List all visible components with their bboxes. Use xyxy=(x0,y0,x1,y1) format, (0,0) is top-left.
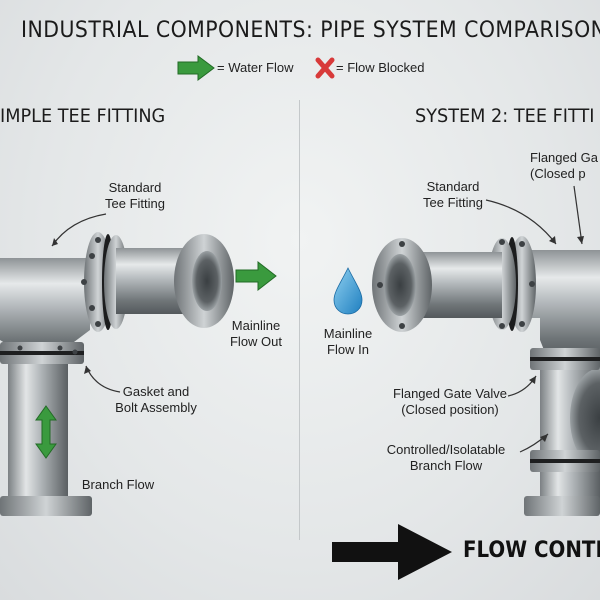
left-tee-body xyxy=(0,258,90,360)
water-drop-icon xyxy=(333,267,363,315)
right-tee-body xyxy=(530,250,600,360)
left-base-flange xyxy=(0,496,92,516)
right-base-flange xyxy=(524,496,600,516)
water-flow-legend-icon xyxy=(177,55,215,81)
left-section-title: IMPLE TEE FITTING xyxy=(0,105,166,127)
right-valve-top-label: Flanged Ga(Closed p xyxy=(530,150,598,181)
left-flow-out-arrow xyxy=(235,260,277,292)
section-divider xyxy=(299,100,300,540)
right-valve-top-leader xyxy=(573,185,583,245)
flow-control-arrow xyxy=(332,524,452,580)
right-valve-label: Flanged Gate Valve(Closed position) xyxy=(393,386,507,417)
legend-water-flow: = Water Flow xyxy=(217,60,294,75)
left-branch-pipe xyxy=(8,360,68,500)
flow-control-text: FLOW CONTR xyxy=(463,538,600,563)
legend-flow-blocked: = Flow Blocked xyxy=(336,60,425,75)
right-section-title: SYSTEM 2: TEE FITTI xyxy=(415,105,595,127)
flow-blocked-legend-icon xyxy=(315,57,335,79)
left-branch-arrow xyxy=(35,405,57,459)
legend: = Water Flow = Flow Blocked xyxy=(0,58,600,78)
left-branch-label: Branch Flow xyxy=(81,477,155,492)
right-tee-leader xyxy=(485,199,557,245)
page-title: INDUSTRIAL COMPONENTS: PIPE SYSTEM COMPA… xyxy=(21,18,600,43)
